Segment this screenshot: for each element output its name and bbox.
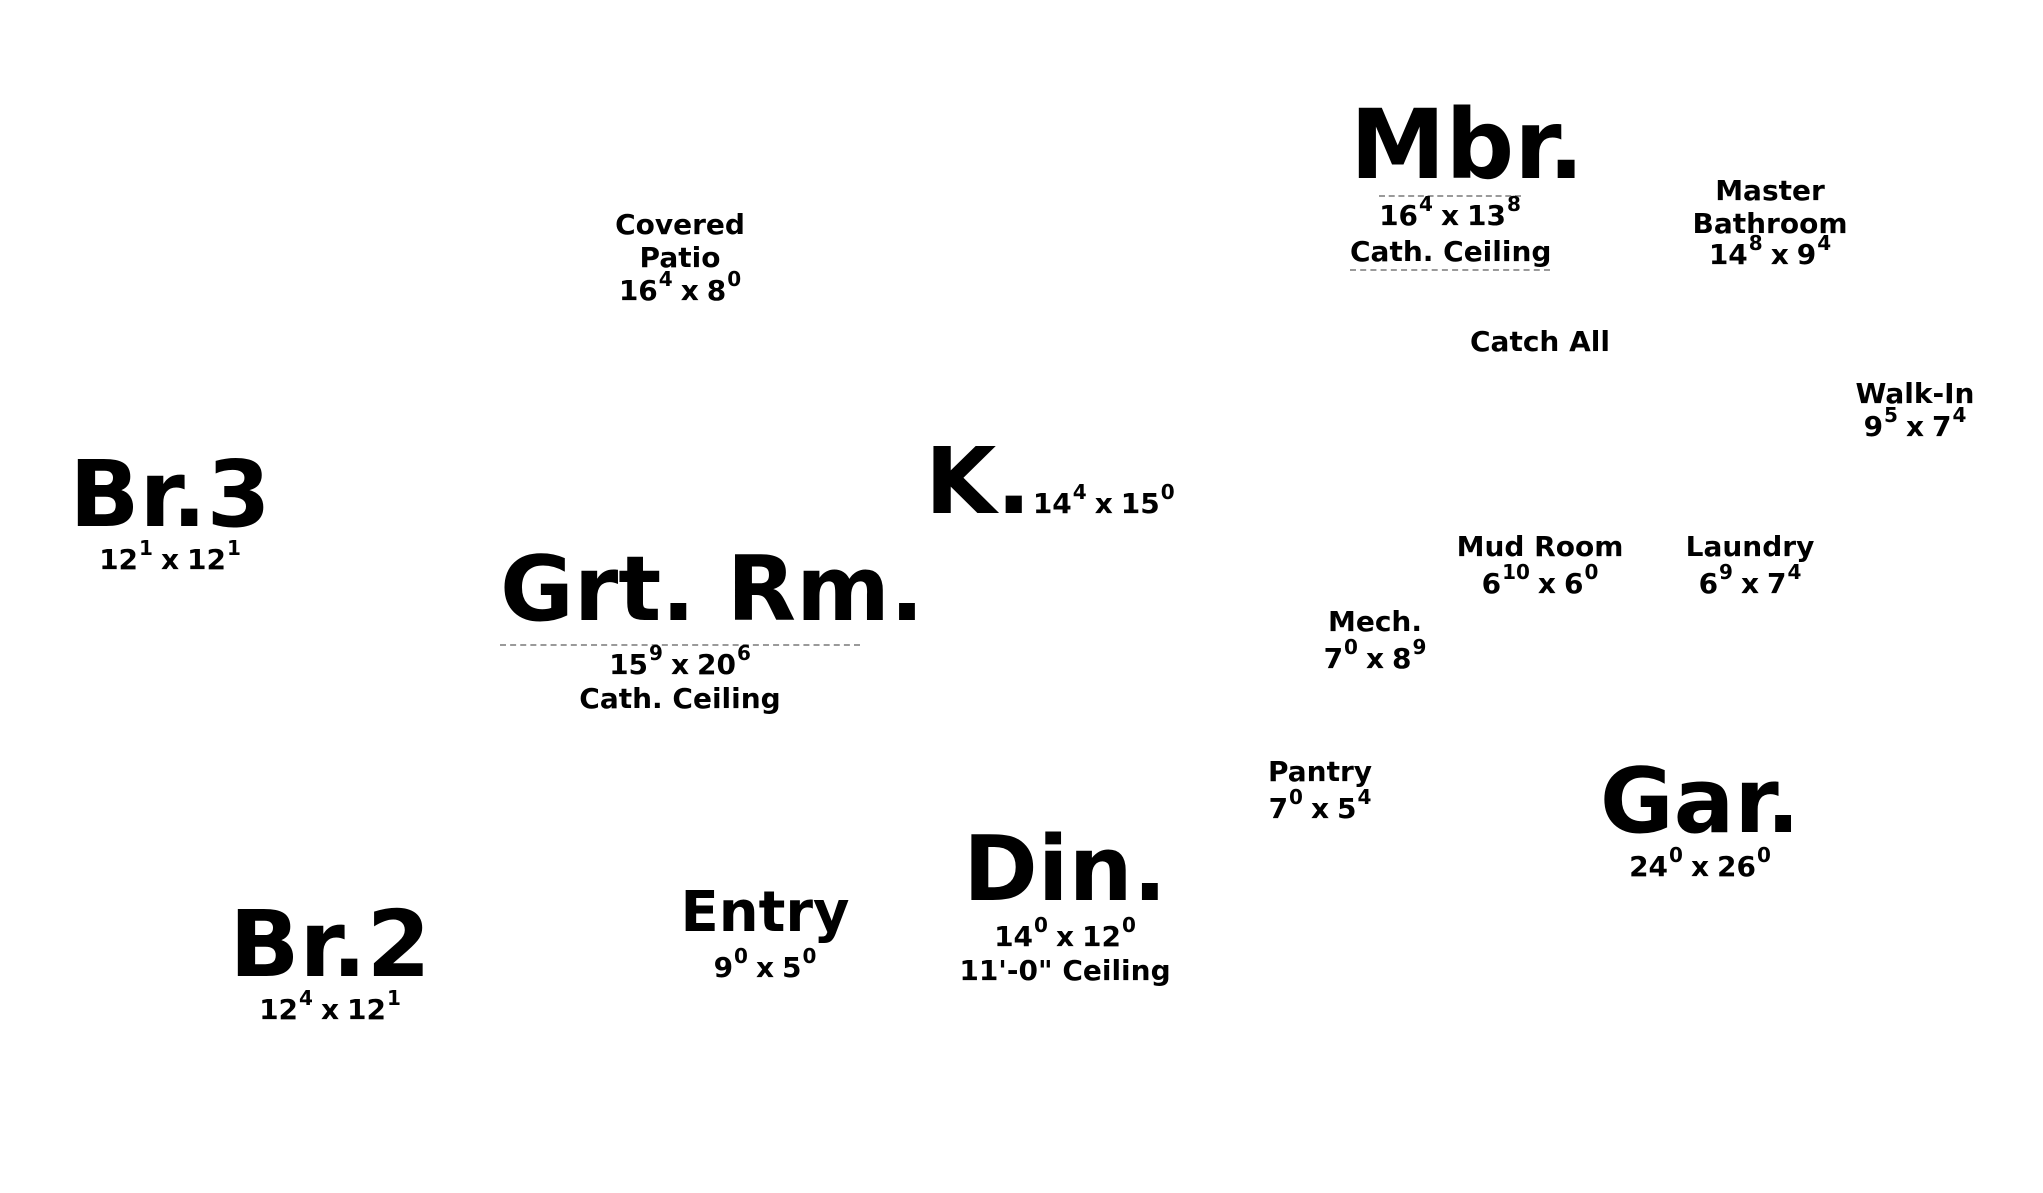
room-name: K. [925, 428, 1032, 535]
room-name: Pantry [1267, 755, 1373, 788]
room-name: Grt. Rm. [500, 540, 924, 646]
ceiling-note: Cath. Ceiling [579, 682, 781, 715]
room-name-line2: Patio [639, 241, 721, 274]
room-name: Mud Room [1456, 530, 1624, 563]
room-name-line2: Bathroom [1692, 207, 1848, 240]
room-name: Laundry [1685, 530, 1815, 563]
room-name: Gar. [1599, 749, 1801, 854]
room-name: Br.2 [229, 891, 431, 998]
ceiling-note: 11'-0" Ceiling [959, 954, 1171, 987]
room-name: Mbr. [1350, 89, 1585, 201]
ceiling-note: Cath. Ceiling [1350, 235, 1551, 271]
room-name: Walk-In [1855, 377, 1975, 410]
room-name: Mech. [1327, 605, 1423, 638]
room-name: Entry [680, 880, 850, 945]
room-catch-all: Catch All [1450, 325, 1630, 358]
room-name-line1: Master [1715, 174, 1825, 207]
room-name: Din. [963, 817, 1167, 922]
room-name: Br.3 [69, 441, 271, 548]
room-name: Catch All [1470, 325, 1610, 358]
room-name-line1: Covered [615, 208, 745, 241]
